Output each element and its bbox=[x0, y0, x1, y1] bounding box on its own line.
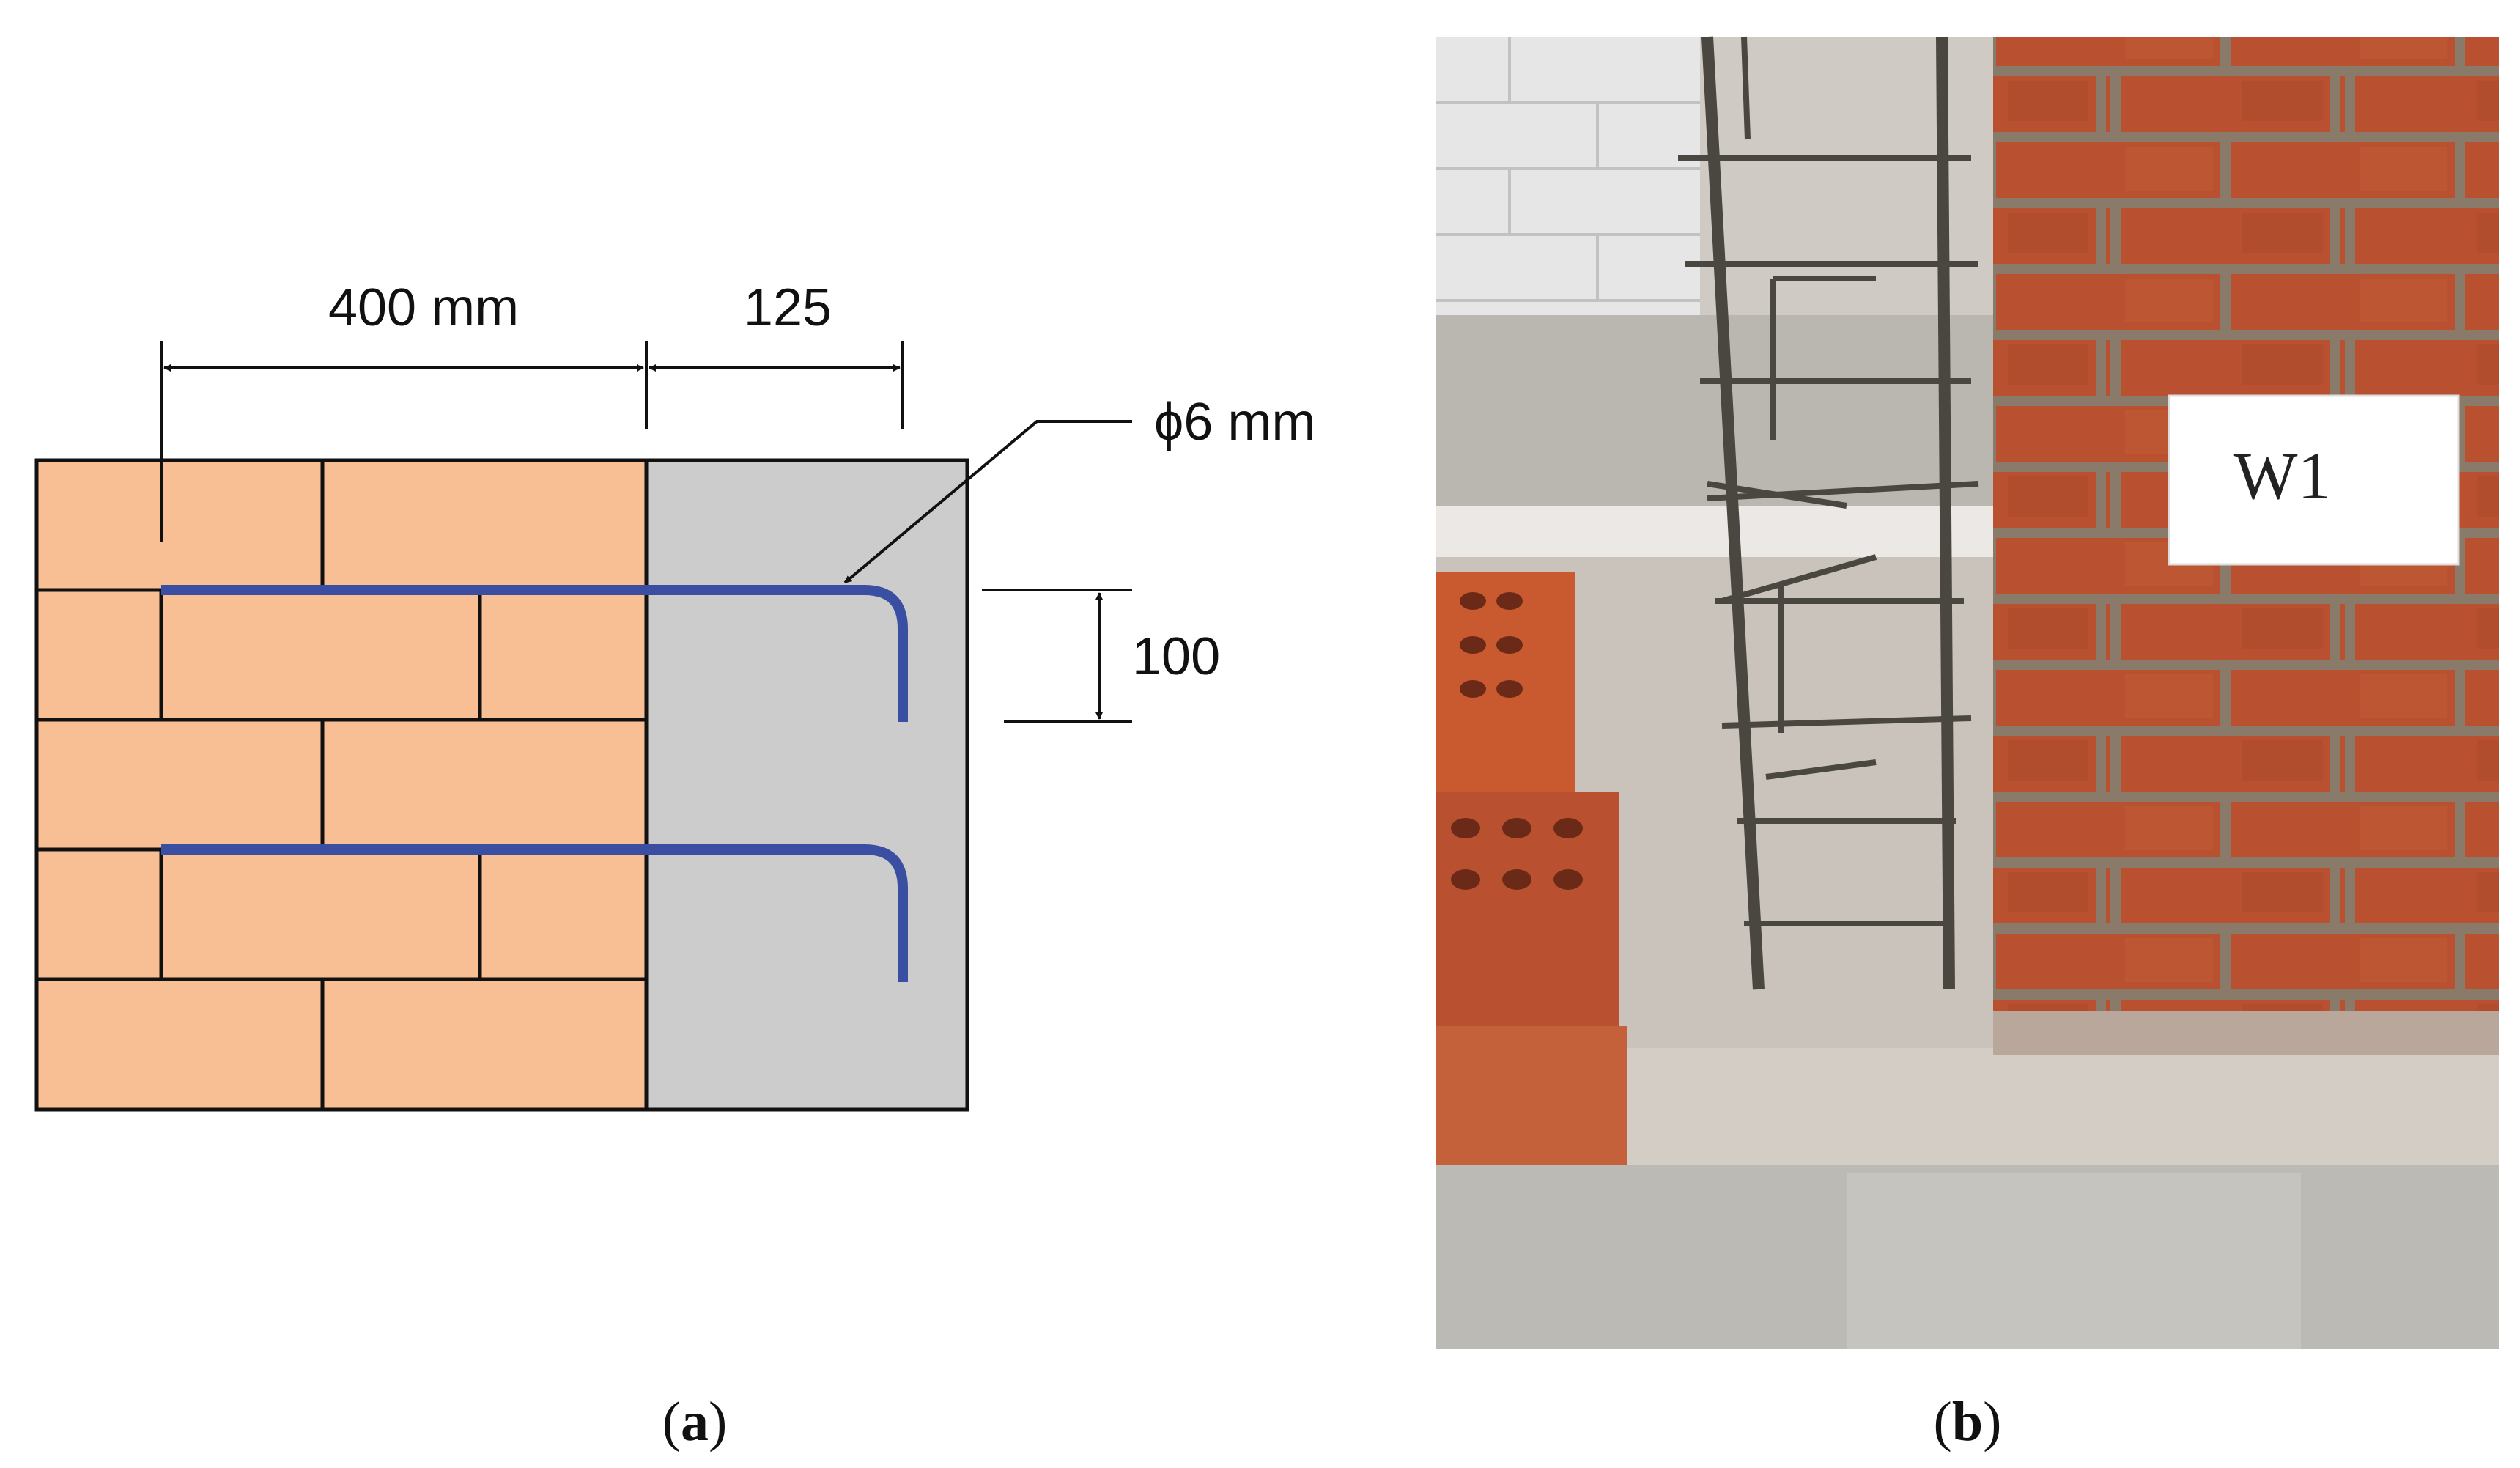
dimension-bar-spacing: 100 bbox=[982, 589, 1220, 723]
dim-spacing-label: 100 bbox=[1132, 627, 1220, 686]
masonry-wall bbox=[37, 460, 646, 1110]
wall-outline bbox=[34, 458, 969, 1112]
caption-a: (a) bbox=[662, 1391, 728, 1453]
concrete-column bbox=[646, 460, 967, 1110]
rebar-diameter-label: ϕ6 mm bbox=[1154, 393, 1315, 451]
dim-wall-label: 400 mm bbox=[328, 279, 519, 337]
dimension-column-length: 125 bbox=[649, 279, 904, 429]
hollow-blocks bbox=[1436, 572, 1627, 1165]
rebar-lower bbox=[161, 844, 908, 982]
caption-b: (b) bbox=[1934, 1391, 2002, 1453]
wall-tag-label: W1 bbox=[2234, 438, 2332, 513]
rebar-upper bbox=[161, 585, 908, 722]
dim-column-label: 125 bbox=[744, 279, 832, 337]
wall-tag: W1 bbox=[2168, 394, 2460, 566]
panel-a-schematic: 400 mm 125 100 ϕ6 mm (a) bbox=[34, 279, 1315, 1453]
rebar-cage bbox=[1678, 36, 1979, 990]
dimension-wall-length: 400 mm bbox=[160, 279, 648, 542]
rebar-callout: ϕ6 mm bbox=[843, 393, 1315, 584]
panel-b-photo: W1 (b) bbox=[1436, 36, 2499, 1453]
